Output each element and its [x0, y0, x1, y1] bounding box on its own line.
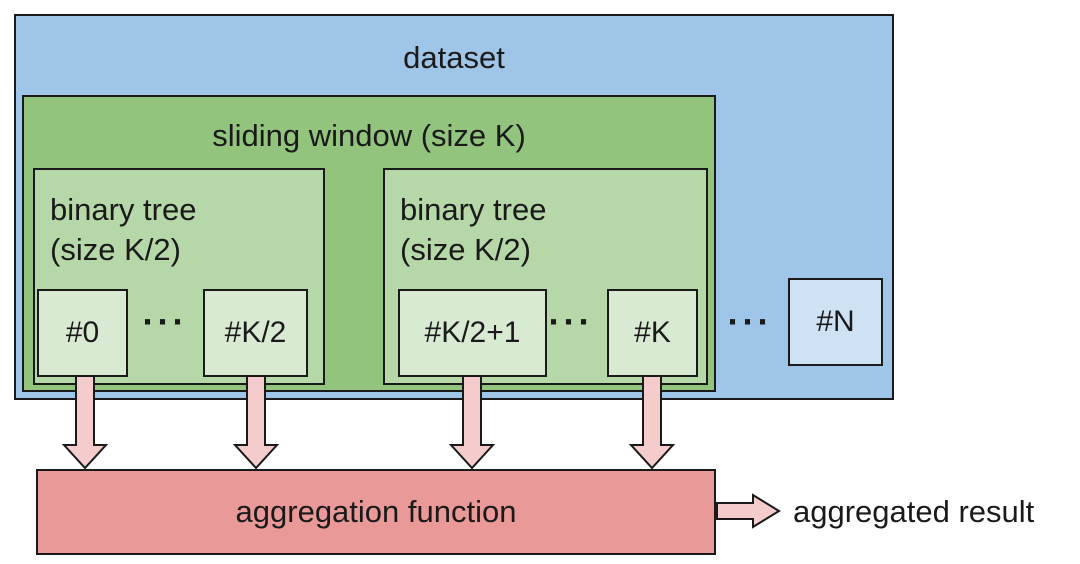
ellipsis-between-itemk2plus1-and-itemk: ··· [548, 301, 594, 342]
binary-tree-2-label-line2: (size K/2) [400, 232, 531, 267]
aggregation-function-label: aggregation function [235, 494, 517, 529]
binary-tree-1-label-line2: (size K/2) [50, 232, 181, 267]
item-k-box: #K [607, 289, 698, 377]
dataset-label: dataset [403, 40, 505, 75]
item-k-label: #K [634, 316, 671, 349]
ellipsis-between-item0-and-itemk2: ··· [142, 301, 188, 342]
arrow-aggregation-to-result [716, 493, 781, 529]
item-n-box: #N [788, 278, 883, 366]
item-n-label: #N [816, 305, 855, 338]
binary-tree-2-label-line1: binary tree [400, 192, 547, 227]
item-0-label: #0 [65, 316, 100, 349]
item-k2-box: #K/2 [203, 289, 308, 377]
ellipsis-before-item-n: ··· [727, 301, 773, 342]
binary-tree-1-label-line1: binary tree [50, 192, 197, 227]
item-k2plus1-label: #K/2+1 [424, 316, 521, 349]
item-k2plus1-box: #K/2+1 [398, 289, 547, 377]
aggregation-function-box: aggregation function [36, 469, 716, 555]
item-0-box: #0 [37, 289, 128, 377]
sliding-window-label: sliding window (size K) [212, 118, 526, 153]
aggregated-result-label: aggregated result [793, 494, 1035, 529]
item-k2-label: #K/2 [224, 316, 287, 349]
